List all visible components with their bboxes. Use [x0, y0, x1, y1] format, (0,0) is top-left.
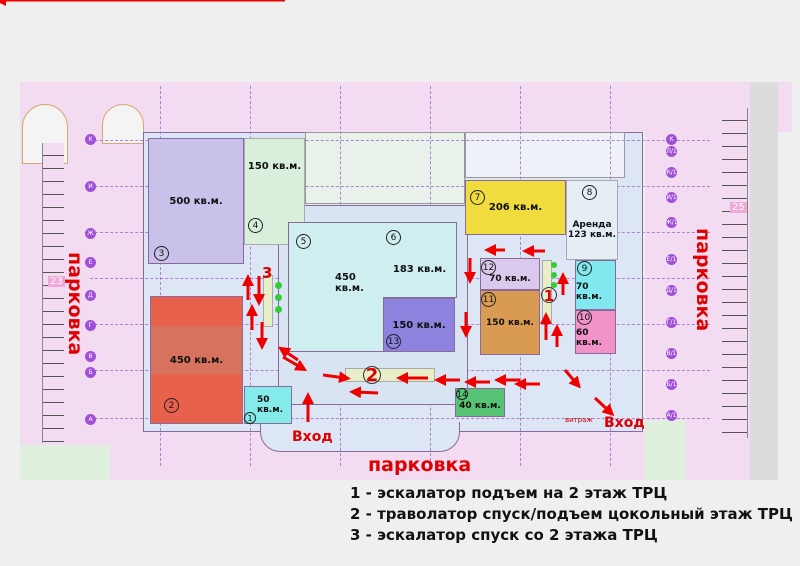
axis-bubble: К/1 — [666, 167, 677, 178]
marker-travelator-2: 2 — [363, 366, 381, 385]
room-number: 3 — [154, 246, 169, 261]
lawn-right — [645, 420, 685, 480]
room-7[interactable]: 206 кв.м. — [465, 180, 566, 235]
room-area: 206 кв.м. — [488, 202, 543, 213]
entrance-label-bottom[interactable]: Вход — [292, 429, 333, 445]
grid-line — [90, 418, 710, 419]
axis-bubble: К — [666, 134, 677, 145]
arrow-left-icon — [349, 386, 379, 399]
axis-bubble: В/1 — [666, 348, 677, 359]
room-8[interactable]: Аренда 123 кв.м. — [566, 180, 618, 260]
room-area: 60 кв.м. — [576, 328, 602, 348]
axis-bubble: Б/1 — [666, 379, 677, 390]
room-number: 6 — [386, 230, 401, 245]
room-number: 5 — [296, 234, 311, 249]
lawn-arc-top — [102, 104, 144, 144]
room-number: 12 — [481, 260, 496, 275]
grid-line — [90, 140, 710, 141]
legend-item-1: 1 - эскалатор подъем на 2 этаж ТРЦ — [350, 484, 668, 502]
axis-bubble: Ж/1 — [665, 217, 678, 228]
room-number: 14 — [456, 388, 468, 400]
room-number: 4 — [248, 218, 263, 233]
parking-stalls-right — [722, 108, 748, 438]
axis-bubble: Г — [85, 320, 96, 331]
room-number: 2 — [164, 398, 179, 413]
axis-bubble: Г/1 — [666, 317, 677, 328]
axis-bubble: Д — [85, 290, 96, 301]
green-light-icon — [551, 282, 557, 288]
axis-bubble: К — [85, 134, 96, 145]
axis-bubble: И — [85, 181, 96, 192]
arrow-icon — [278, 346, 299, 362]
arrow-icon — [322, 371, 351, 384]
room-3[interactable]: 500 кв.м. — [148, 138, 244, 264]
marker-escalator-1: 1 — [541, 287, 557, 304]
room-area: 40 кв.м. — [459, 400, 501, 411]
parking-label-bottom: парковка — [368, 454, 472, 476]
room-area: 450 кв.м. — [335, 272, 364, 294]
room-area: 70 кв.м. — [489, 274, 531, 284]
entrance-porch-bottom — [260, 422, 460, 452]
legend-item-2: 2 - траволатор спуск/подъем цокольный эт… — [350, 505, 793, 523]
arrow-icon — [593, 396, 615, 417]
room-number: 1 — [244, 412, 256, 424]
room-9[interactable]: 70 кв.м. — [575, 260, 616, 310]
grid-line — [90, 186, 710, 187]
room-14[interactable]: 40 кв.м. — [455, 388, 505, 417]
green-light-icon — [551, 272, 557, 278]
axis-bubble: А/1 — [666, 410, 677, 421]
room-area: Аренда 123 кв.м. — [568, 220, 616, 240]
parking-tag: 25 — [730, 202, 747, 213]
legend-item-3: 3 - эскалатор спуск со 2 этажа ТРЦ — [350, 526, 658, 544]
room-number: 10 — [577, 310, 592, 325]
parking-label-left: парковка — [64, 252, 86, 356]
parking-tag: 23 — [48, 276, 65, 287]
room-11[interactable]: 150 кв.м. — [480, 290, 540, 355]
lawn-left — [20, 445, 110, 480]
service-zone-right — [465, 132, 625, 178]
arrow-icon — [282, 355, 308, 372]
axis-bubble: В — [85, 351, 96, 362]
room-area: 500 кв.м. — [169, 195, 223, 207]
grid-line — [160, 86, 161, 466]
room-1[interactable]: 50 кв.м. — [244, 386, 292, 424]
room-number: 7 — [470, 190, 485, 205]
room-number: 9 — [577, 261, 592, 276]
room-area: 150 кв.м. — [486, 317, 534, 328]
room-number: 8 — [582, 185, 597, 200]
green-light-icon — [275, 306, 282, 313]
marker-escalator-3: 3 — [262, 264, 273, 282]
axis-bubble: И/1 — [666, 192, 677, 203]
room-number: 11 — [481, 292, 496, 307]
room-area: 50 кв.м. — [257, 395, 283, 415]
green-light-icon — [275, 282, 282, 289]
arrow-icon — [563, 369, 581, 389]
parking-label-right: парковка — [692, 228, 714, 332]
parking-stalls-left — [42, 143, 64, 443]
service-zone — [305, 132, 465, 204]
axis-bubble: Е/1 — [666, 254, 677, 265]
axis-bubble: Л/1 — [666, 146, 677, 157]
axis-bubble: Б — [85, 367, 96, 378]
room-area: 183 кв.м. — [392, 263, 447, 275]
room-area: 150 кв.м. — [392, 319, 446, 331]
green-light-icon — [551, 262, 557, 268]
room-area: 70 кв.м. — [576, 282, 602, 302]
sidewalk-right — [750, 82, 778, 480]
room-number: 13 — [386, 334, 401, 349]
axis-bubble: Ж — [85, 228, 96, 239]
axis-bubble: Д/1 — [666, 285, 677, 296]
entrance-label-right[interactable]: Вход — [604, 415, 645, 431]
axis-bubble: Е — [85, 257, 96, 268]
room-area: 450 кв.м. — [169, 354, 224, 366]
green-light-icon — [275, 294, 282, 301]
room-area: 150 кв.м. — [247, 161, 302, 172]
axis-bubble: А — [85, 414, 96, 425]
vitrazh-label: витраж — [565, 416, 593, 424]
